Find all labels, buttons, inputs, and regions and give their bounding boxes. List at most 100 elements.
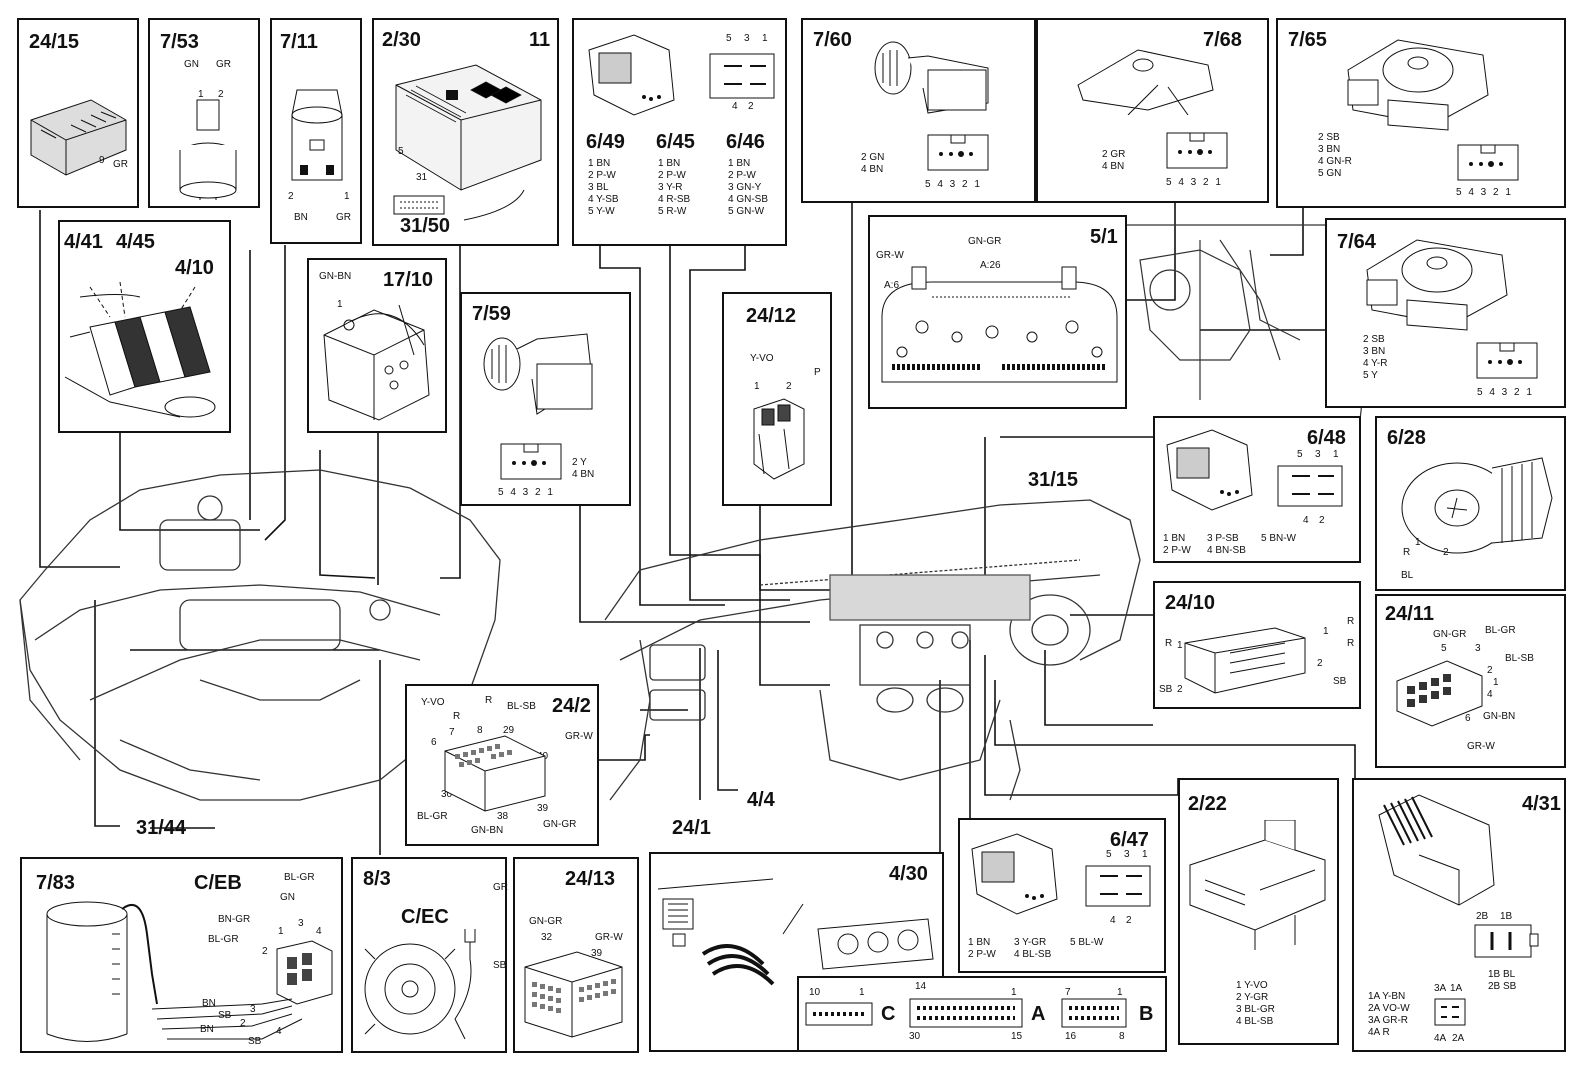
- pin-entry: 3 Y-R: [658, 182, 683, 193]
- wire-color-label: R: [453, 711, 461, 722]
- pin-entry: 5 Y-W: [588, 206, 615, 217]
- pin-entry: 3 BN: [1363, 346, 1386, 357]
- pin-label: 3: [1124, 849, 1130, 860]
- relay-block-drawing: [64, 281, 216, 418]
- pin-entry: 1B BL: [1488, 969, 1516, 980]
- wire-color-label: 2 Y: [572, 457, 587, 468]
- connector-6-48-label: 6/48: [1307, 427, 1346, 449]
- connector-24-12-drawing: [753, 398, 805, 480]
- sensor-7-59-drawing: [483, 333, 593, 415]
- pin-label: 3: [1475, 643, 1481, 654]
- pressure-switch-drawing: [179, 99, 237, 200]
- pin-label: 2: [1177, 684, 1183, 695]
- pin-label: 2: [1443, 547, 1449, 558]
- connector-24-2-drawing: [444, 735, 546, 812]
- pin-label: 39: [591, 948, 603, 959]
- pin-entry: 2A VO-W: [1368, 1003, 1410, 1014]
- connector-face-drawing: [1085, 865, 1151, 907]
- connector-6-46-pin-list: 1 BN 2 P-W 3 GN-Y 4 GN-SB 5 GN-W: [728, 158, 768, 218]
- pin-label: 7: [1065, 987, 1071, 998]
- pin-label: 1: [1333, 449, 1339, 460]
- pin-number-row: 5 4 3 2 1: [925, 179, 982, 190]
- control-panel-4-30-label: 4/30: [889, 863, 928, 885]
- connector-7-11-box: 7/11 2 1 BN GR: [270, 18, 362, 244]
- pin-label: 2: [748, 101, 754, 112]
- connector-face-drawing: [1277, 465, 1343, 507]
- pin-label: 5: [1297, 449, 1303, 460]
- pin-entry: 4A R: [1368, 1027, 1390, 1038]
- pin-label: 1: [1493, 677, 1499, 688]
- wire-color-label: 4 BN: [572, 469, 595, 480]
- connector-24-15-drawing: [30, 99, 127, 176]
- pin-label: 1: [198, 89, 204, 100]
- pin-entry: 5 BN-W: [1261, 533, 1296, 544]
- pin-entry: 5 GN-W: [728, 206, 765, 217]
- pin-entry: 1 BN: [658, 158, 681, 169]
- wire-color-label: BL: [1401, 570, 1414, 581]
- wire-color-label: GR: [336, 212, 351, 223]
- connector-31-44-label: 31/44: [136, 817, 187, 839]
- pin-label: 1: [337, 299, 343, 310]
- instrument-cluster-5-1-box: 5/1 GR-W A:6 GN-GR A:26: [868, 215, 1127, 409]
- pin-label: 1: [344, 191, 350, 202]
- connector-7-68-box: 7/68 2 GR 4 BN 5 4 3 2 1: [1036, 18, 1269, 203]
- sensor-7-68-drawing: [1077, 49, 1214, 115]
- connector-24-11-drawing: [1396, 660, 1483, 727]
- connector-6-47-label: 6/47: [1110, 829, 1149, 851]
- pin-entry: 1 BN: [968, 937, 991, 948]
- pin-entry: 1 Y-VO: [1236, 980, 1268, 991]
- pin-label: 1: [754, 381, 760, 392]
- pin-entry: 3 BL-GR: [1236, 1004, 1275, 1015]
- pin-label: 1: [762, 33, 768, 44]
- pin-label: 2: [1487, 665, 1493, 676]
- pin-entry: 5 Y: [1363, 370, 1378, 381]
- wire-color-label: BN: [294, 212, 308, 223]
- pin-label: 7: [449, 727, 455, 738]
- wire-color-label: BL-GR: [1485, 625, 1516, 636]
- wire-leads: [151, 998, 303, 1040]
- pin-label: 5: [726, 33, 732, 44]
- control-panel-4-30-box: 4/30: [649, 852, 944, 1052]
- connector-24-10-box: 24/10 R 1 SB 2 R 1 R 2 SB: [1153, 581, 1361, 709]
- wire-color-label: 4 BN: [1102, 161, 1125, 172]
- pin-entry: 3 GN-Y: [728, 182, 762, 193]
- wire-color-label: BL-GR: [417, 811, 448, 822]
- motor-connector-drawing: [1166, 429, 1253, 511]
- connector-31-50-label: 31/50: [400, 215, 451, 237]
- module-2-22-drawing: [1189, 820, 1326, 950]
- wire-color-label: GN-GR: [543, 819, 577, 830]
- pin-label: 4: [732, 101, 738, 112]
- connector-6-49-label: 6/49: [586, 131, 625, 153]
- pin-label: 2: [1317, 658, 1323, 669]
- pin-label: 30: [909, 1031, 921, 1042]
- pin-label: 39: [537, 803, 549, 814]
- wire-color-label: R: [1403, 547, 1411, 558]
- pin-label: 1: [1117, 987, 1123, 998]
- connector-7-59-box: 7/59 2 Y 4 BN 5 4 3 2 1: [460, 292, 631, 506]
- connector-2-22-pin-list: 1 Y-VO 2 Y-GR 3 BL-GR 4 BL-SB: [1236, 980, 1275, 1028]
- connector-7-53-label: 7/53: [160, 31, 199, 53]
- pin-entry: 4 BN-SB: [1207, 545, 1246, 556]
- connector-7-11-label: 7/11: [280, 31, 318, 53]
- connector-24-2-label: 24/2: [552, 695, 591, 717]
- connector-7-64-label: 7/64: [1337, 231, 1376, 253]
- pin-label: 2B: [1476, 911, 1489, 922]
- connector-6-45-pin-list: 1 BN 2 P-W 3 Y-R 4 R-SB 5 R-W: [658, 158, 690, 218]
- fuse-box-11-label: 11: [529, 29, 551, 51]
- wire-color-label: 4 BN: [861, 164, 884, 175]
- pin-entry: 4 BL-SB: [1014, 949, 1052, 960]
- wire-color-label: 2 GR: [1102, 149, 1126, 160]
- connector-face-drawing: [709, 53, 775, 99]
- connector-4-4-label: 4/4: [747, 789, 775, 811]
- connector-17-10-box: 17/10 GN-BN 1: [307, 258, 447, 433]
- wire-color-label: BN-GR: [218, 914, 251, 925]
- control-panel-connectors-box: 10 1 C 14 1 30 15 A 7 1 16 8 B: [797, 976, 1167, 1052]
- wire-color-label: GR-W: [1467, 741, 1495, 752]
- connector-6-48-box: 6/48 5 3 1 4 2 1 BN 2 P-W 3 P-SB 4 BN-SB…: [1153, 416, 1361, 563]
- blower-6-28-label: 6/28: [1387, 427, 1426, 449]
- wire-color-label: SB: [493, 960, 507, 971]
- pin-label: 3A: [1434, 983, 1447, 994]
- pin-entry: 1A Y-BN: [1368, 991, 1406, 1002]
- pin-label: 5: [398, 146, 404, 157]
- pin-label: 4: [316, 926, 322, 937]
